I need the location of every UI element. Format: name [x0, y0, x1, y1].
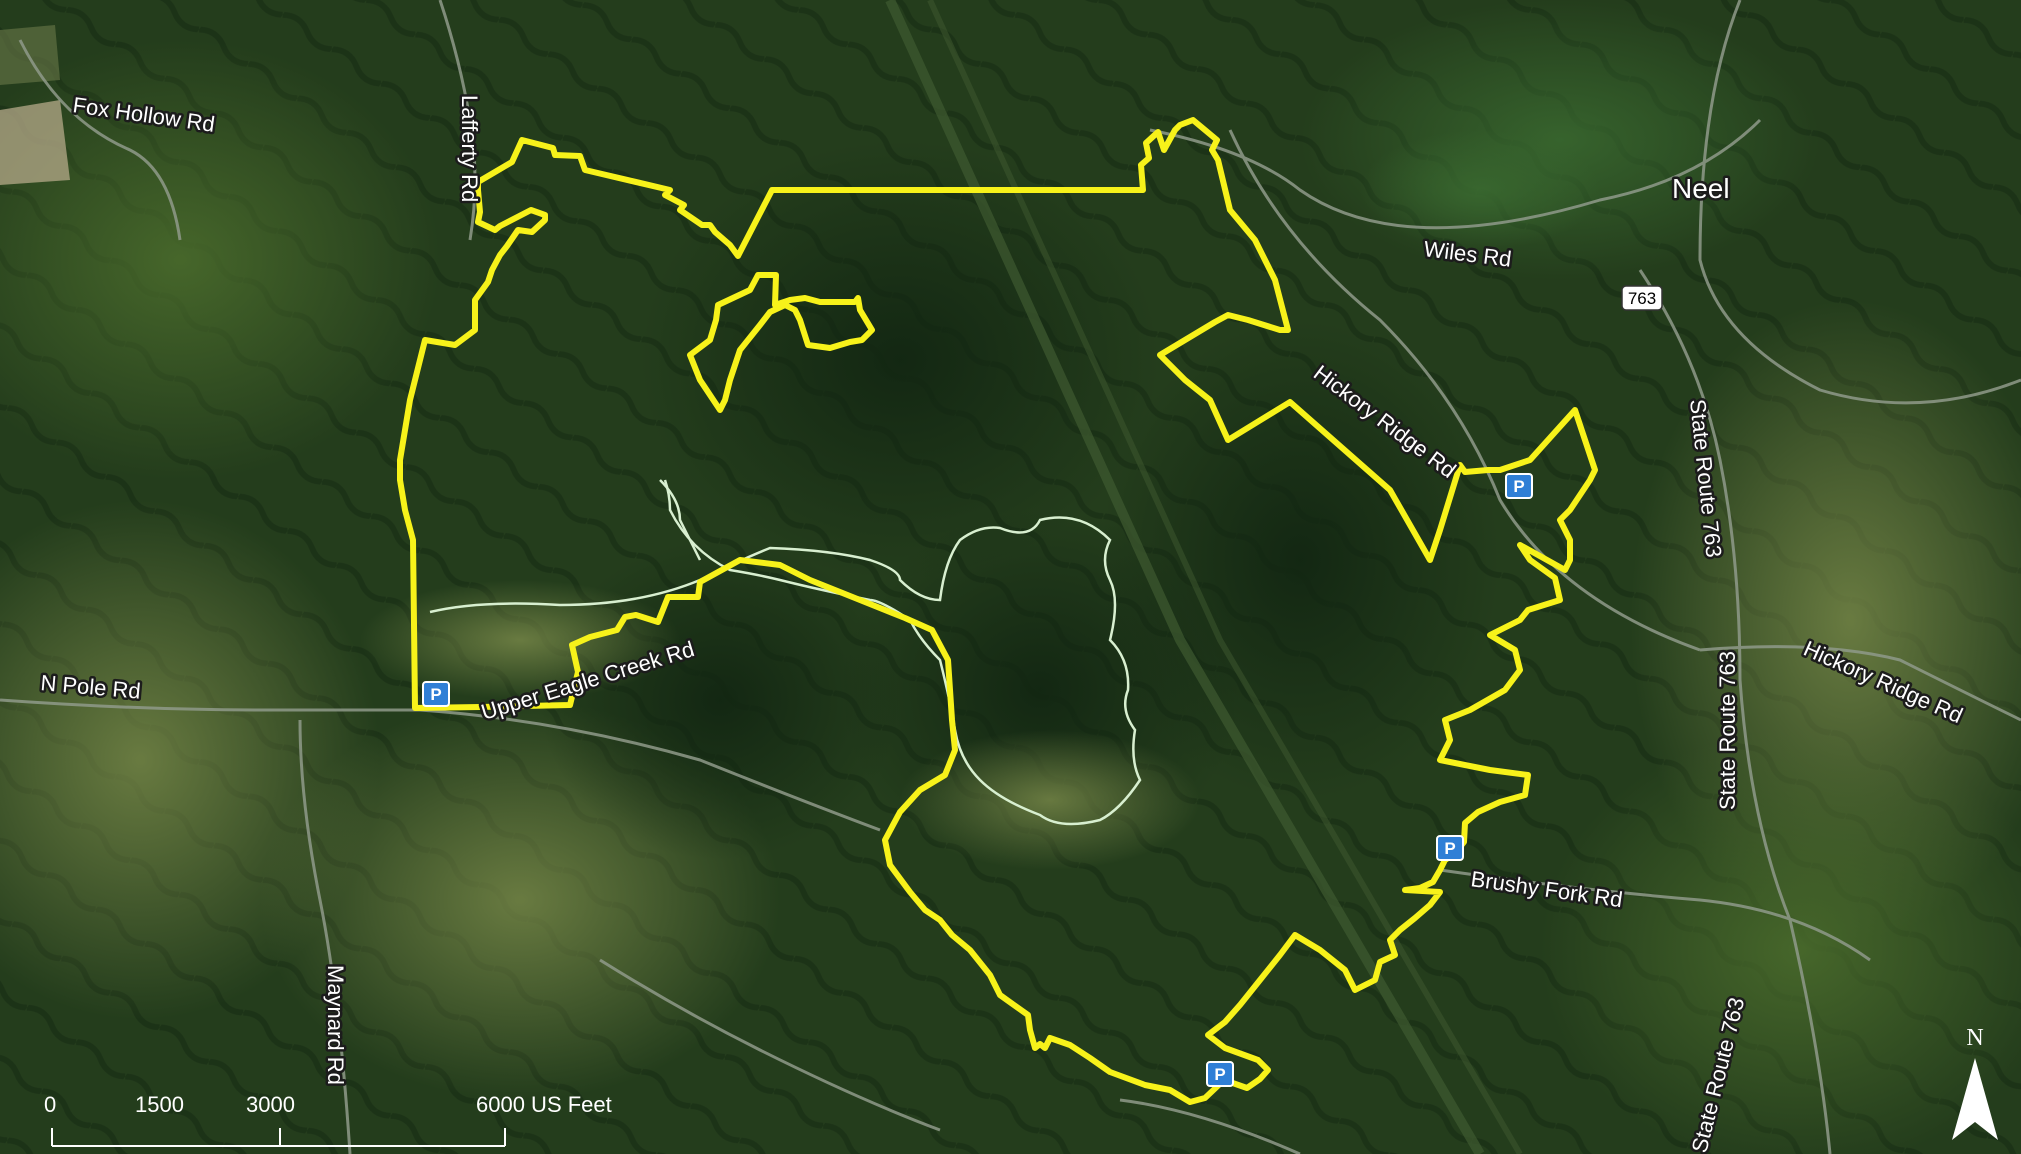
road-sr763	[1638, 269, 1832, 1154]
road-n-pole	[0, 698, 430, 712]
svg-text:763: 763	[1628, 289, 1656, 308]
parking-markers: P P P P	[422, 473, 1533, 1087]
svg-text:P: P	[1214, 1065, 1225, 1084]
road-hickory-ridge-e	[1699, 645, 2021, 722]
road-upper-eagle-creek	[419, 708, 881, 832]
svg-text:P: P	[1513, 477, 1524, 496]
road-wiles	[1149, 118, 1762, 230]
parking-icon: P	[422, 681, 450, 707]
stream-main	[429, 479, 1142, 826]
scale-tick-6000: 6000 US Feet	[476, 1092, 612, 1117]
label-town-neel: Neel	[1672, 173, 1730, 204]
road-maynard	[298, 719, 352, 1154]
scale-tick-3000: 3000	[246, 1092, 295, 1117]
parking-icon: P	[1505, 473, 1533, 499]
stream-branch	[659, 479, 702, 561]
route-763-shield: 763	[1621, 285, 1663, 311]
scale-bar-line	[51, 1128, 506, 1147]
road-fox-hollow	[18, 39, 182, 241]
scale-tick-1500: 1500	[135, 1092, 184, 1117]
road-misc-3	[1119, 1098, 1301, 1154]
label-sr763-middle: State Route 763	[1715, 651, 1740, 810]
parking-icon: P	[1436, 835, 1464, 861]
label-maynard: Maynard Rd	[323, 965, 348, 1085]
road-hickory-ridge-n	[1228, 129, 1701, 652]
boundary-north-parcel	[687, 272, 875, 413]
road-brushy-fork	[1439, 868, 1871, 962]
svg-text:N: N	[1966, 1025, 1983, 1051]
north-arrow-icon: N	[1952, 1025, 1998, 1140]
svg-text:P: P	[1444, 839, 1455, 858]
road-misc-2	[599, 958, 941, 1132]
stream-lines	[429, 479, 1142, 826]
scale-bar: 0 1500 3000 6000 US Feet	[44, 1092, 612, 1147]
label-lafferty: Lafferty Rd	[457, 95, 482, 202]
property-boundary[interactable]	[397, 117, 1598, 1105]
parking-icon: P	[1206, 1061, 1234, 1087]
scale-tick-0: 0	[44, 1092, 56, 1117]
road-misc-1	[1698, 0, 2021, 405]
svg-text:P: P	[430, 685, 441, 704]
road-lafferty	[438, 0, 477, 241]
boundary-main	[397, 117, 1598, 1105]
